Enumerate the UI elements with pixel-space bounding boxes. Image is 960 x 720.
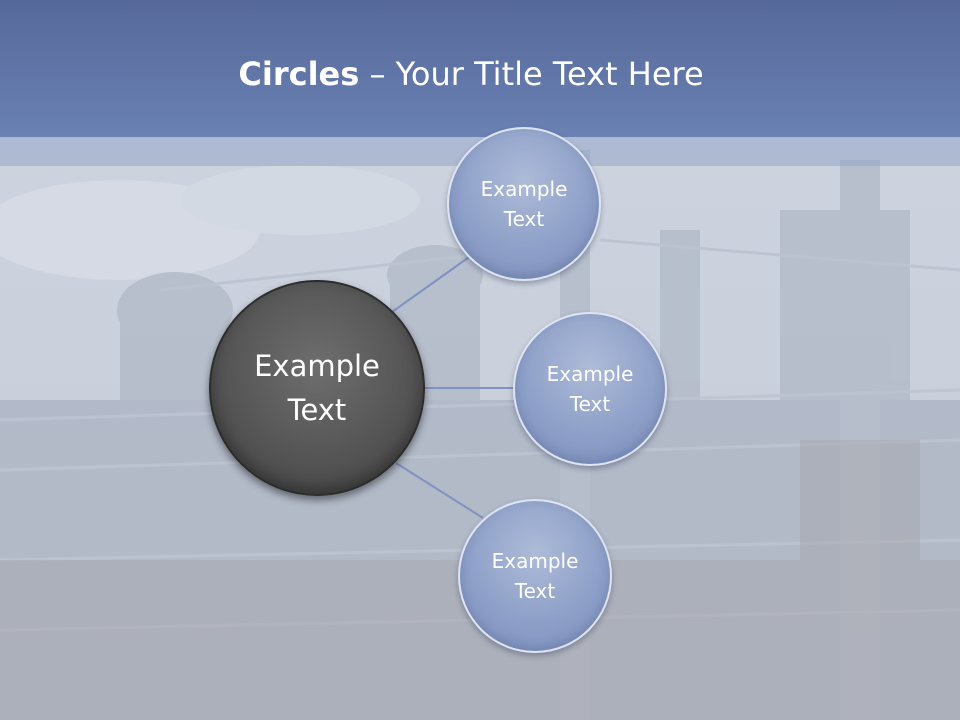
circle-middle[interactable]: Example Text (513, 312, 667, 466)
circle-bottom-label: Example Text (491, 549, 579, 603)
main-circle[interactable]: Example Text (209, 280, 425, 496)
connector-line-bottom (395, 462, 484, 519)
title-bold: Circles (238, 55, 360, 93)
circle-middle-label: Example Text (546, 362, 634, 416)
connector-line-top (391, 254, 473, 313)
circle-bottom[interactable]: Example Text (458, 499, 612, 653)
main-circle-label: Example Text (254, 349, 380, 427)
title-bar (0, 0, 960, 137)
circle-top-label: Example Text (480, 177, 568, 231)
title-rest: – Your Title Text Here (359, 55, 704, 93)
circle-top[interactable]: Example Text (447, 127, 601, 281)
slide-title[interactable]: Circles – Your Title Text Here (0, 52, 942, 96)
